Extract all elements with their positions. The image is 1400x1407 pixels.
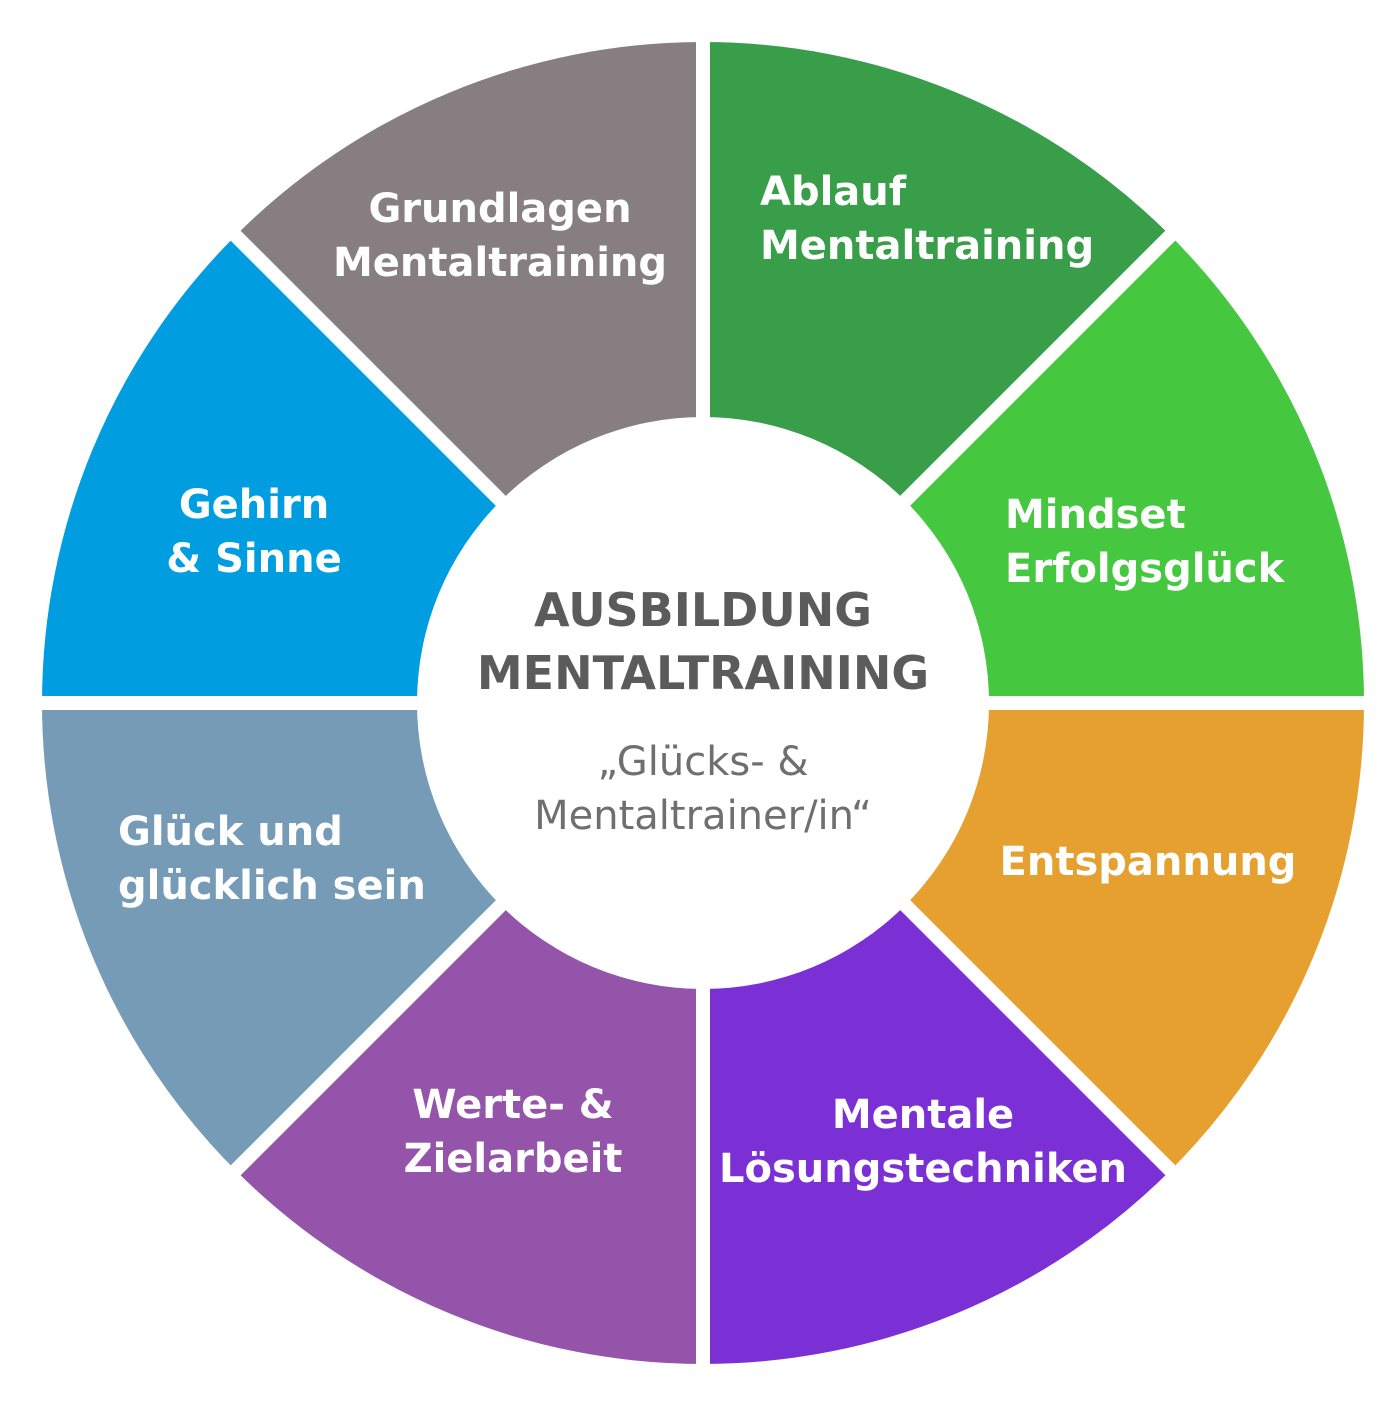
center-title-line-1: AUSBILDUNG: [534, 583, 872, 637]
segment-label-werte-line-2: Zielarbeit: [404, 1136, 623, 1182]
segment-label-werte-line-1: Werte- &: [412, 1082, 613, 1128]
segment-label-grundlagen-line-2: Mentaltraining: [333, 240, 667, 286]
segment-label-glueck-line-1: Glück und: [118, 809, 343, 855]
segment-label-ablauf-line-1: Ablauf: [760, 169, 907, 215]
segment-label-mindset-line-1: Mindset: [1005, 492, 1186, 538]
segment-label-gehirn-line-2: & Sinne: [166, 536, 341, 582]
segment-label-mentale-line-2: Lösungstechniken: [719, 1146, 1127, 1192]
segment-label-mentale-line-1: Mentale: [832, 1092, 1014, 1138]
center-subtitle-line-1: „Glücks- &: [597, 739, 808, 785]
segment-label-entspannung-line-1: Entspannung: [1000, 839, 1297, 885]
center-title-line-2: MENTALTRAINING: [477, 646, 929, 700]
wheel-center: AUSBILDUNG MENTALTRAINING „Glücks- & Men…: [417, 417, 989, 989]
segment-label-ablauf-line-2: Mentaltraining: [760, 223, 1094, 269]
center-circle: [417, 417, 989, 989]
segment-label-glueck-line-2: glücklich sein: [118, 863, 426, 909]
segment-label-mindset-line-2: Erfolgsglück: [1005, 546, 1286, 592]
center-subtitle-line-2: Mentaltrainer/in“: [534, 793, 872, 839]
wheel-segment-labels: AblaufMentaltrainingMindsetErfolgsglückE…: [118, 169, 1296, 1192]
segment-label-grundlagen-line-1: Grundlagen: [368, 186, 631, 232]
segment-label-gehirn-line-1: Gehirn: [179, 482, 329, 528]
